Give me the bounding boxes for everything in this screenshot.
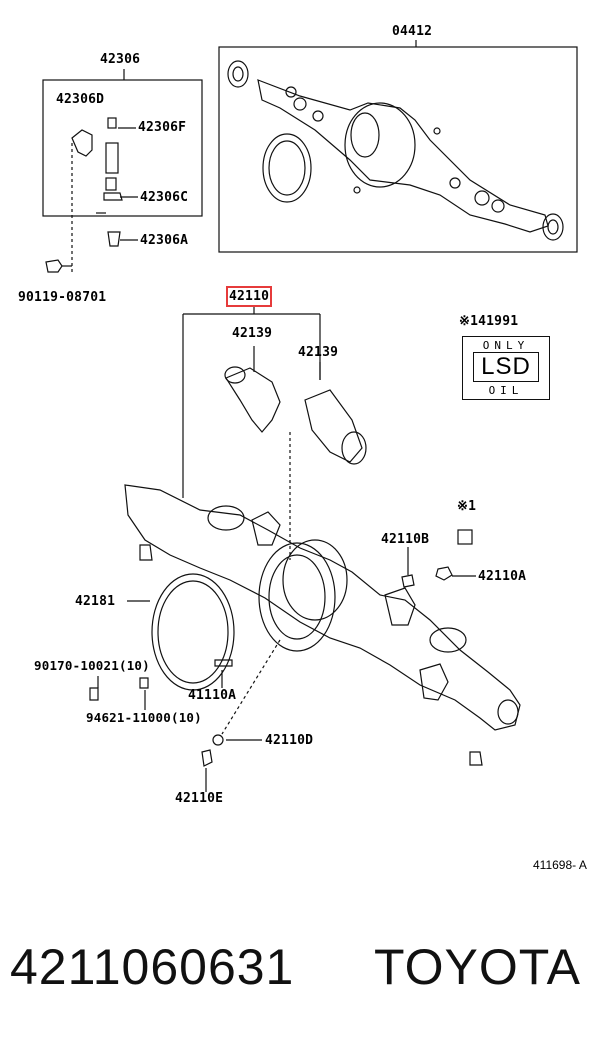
label-42306F: 42306F bbox=[138, 120, 187, 135]
washer-94621-art bbox=[139, 677, 149, 689]
label-42306: 42306 bbox=[100, 52, 141, 67]
kit-box-04412 bbox=[218, 46, 578, 253]
label-oil-note: ※141991 bbox=[459, 314, 519, 329]
lsd-tag-top: ONLY bbox=[482, 339, 530, 352]
label-42306D: 42306D bbox=[56, 92, 105, 107]
label-42110D: 42110D bbox=[265, 733, 314, 748]
bolt-42110A-art bbox=[435, 566, 453, 581]
lsd-oil-tag: ONLY LSD OIL bbox=[462, 336, 550, 400]
label-94621-11000: 94621-11000(10) bbox=[86, 710, 202, 725]
washer-42110D-art bbox=[212, 734, 224, 746]
label-42110-highlighted[interactable]: 42110 bbox=[225, 286, 273, 307]
label-04412: 04412 bbox=[392, 24, 433, 39]
figure-code: 411698- A bbox=[533, 858, 587, 872]
label-note-1: ※1 bbox=[457, 499, 477, 514]
lsd-tag-main: LSD bbox=[473, 352, 539, 382]
stud-41110A-art bbox=[214, 659, 233, 667]
nut-90170-art bbox=[89, 687, 99, 701]
label-42306A: 42306A bbox=[140, 233, 189, 248]
label-42306C: 42306C bbox=[140, 190, 189, 205]
label-42110A: 42110A bbox=[478, 569, 527, 584]
bolt-90119-art bbox=[45, 259, 72, 273]
sticker-art bbox=[457, 529, 473, 545]
label-90119-08701: 90119-08701 bbox=[18, 290, 107, 305]
label-42139-right: 42139 bbox=[298, 345, 339, 360]
plug-42110E-art bbox=[201, 749, 213, 767]
nut-42110B-art bbox=[401, 574, 415, 588]
label-42110B: 42110B bbox=[381, 532, 430, 547]
brand-name: TOYOTA bbox=[374, 939, 581, 995]
label-42139-left: 42139 bbox=[232, 326, 273, 341]
label-41110A: 41110A bbox=[188, 688, 237, 703]
part-number: 4211060631 bbox=[10, 939, 295, 995]
carrier-assembly-art bbox=[227, 60, 564, 241]
sensor-parts-art bbox=[71, 117, 123, 272]
axle-housing-art bbox=[124, 484, 521, 766]
label-90170-10021: 90170-10021(10) bbox=[34, 658, 150, 673]
kit-box-42306 bbox=[42, 79, 203, 217]
lsd-tag-bottom: OIL bbox=[488, 384, 524, 397]
label-42110E: 42110E bbox=[175, 791, 224, 806]
label-42181: 42181 bbox=[75, 594, 116, 609]
bracket-42139-art bbox=[224, 366, 367, 465]
gasket-42181-art bbox=[151, 573, 235, 691]
